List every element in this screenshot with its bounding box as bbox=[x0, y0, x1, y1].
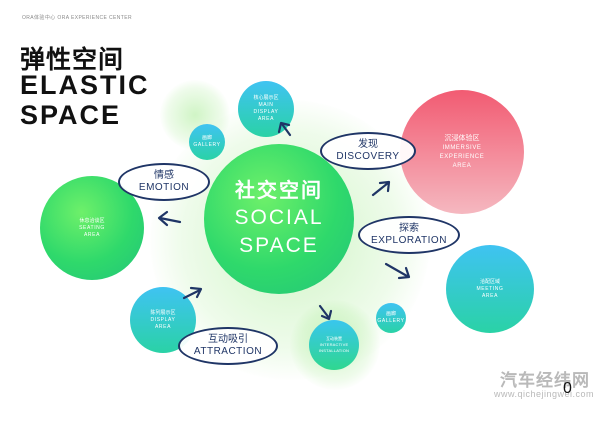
social-space-en-line1: SOCIAL bbox=[234, 206, 324, 229]
tag-attraction-cn: 互动吸引 bbox=[208, 334, 248, 345]
arrowhead-to-display bbox=[189, 286, 203, 299]
display-area-en-line1: DISPLAY bbox=[150, 316, 176, 323]
immersive-en-line1: IMMERSIVE bbox=[442, 144, 482, 151]
tag-exploration-en: EXPLORATION bbox=[371, 235, 447, 246]
meeting-area-en-line2: AREA bbox=[481, 292, 499, 299]
tag-emotion: 情感 EMOTION bbox=[118, 163, 210, 201]
immersive-en-line3: AREA bbox=[452, 162, 472, 169]
seating-area-cn: 休息洽谈区 bbox=[79, 217, 105, 224]
interactive-cn: 互动装置 bbox=[326, 336, 342, 341]
arrow-to-immersive bbox=[371, 181, 390, 197]
arrowhead-to-meeting bbox=[397, 266, 411, 280]
tag-emotion-en: EMOTION bbox=[138, 182, 190, 193]
meeting-area-circle: 洽配区域 MEETING AREA bbox=[446, 245, 534, 333]
tag-attraction: 互动吸引 ATTRACTION bbox=[178, 327, 278, 365]
watermark-cn: 汽车经纬网 bbox=[500, 371, 590, 390]
main-display-en-line3: AREA bbox=[257, 116, 275, 122]
page-number: 0 bbox=[563, 380, 572, 397]
arrow-to-seating bbox=[158, 216, 182, 224]
tag-discovery-en: DISCOVERY bbox=[336, 151, 400, 162]
tag-attraction-en: ATTRACTION bbox=[193, 346, 263, 357]
arrow-to-main-display bbox=[280, 122, 292, 137]
header-caption: ORA体验中心 ORA EXPERIENCE CENTER bbox=[22, 15, 132, 21]
seating-area-en-line2: AREA bbox=[83, 231, 101, 238]
social-space-en-line2: SPACE bbox=[239, 234, 319, 257]
gallery-top-en: GALLERY bbox=[193, 142, 221, 148]
meeting-area-cn: 洽配区域 bbox=[479, 278, 500, 285]
gallery-bottom-circle: 画廊 GALLERY bbox=[376, 303, 406, 333]
title-en-line2: SPACE bbox=[20, 100, 122, 130]
tag-emotion-cn: 情感 bbox=[154, 170, 174, 181]
display-area-en-line2: AREA bbox=[154, 323, 172, 330]
social-space-cn: 社交空间 bbox=[235, 180, 323, 202]
arrow-to-interactive bbox=[318, 304, 331, 320]
immersive-en-line2: EXPERIENCE bbox=[439, 153, 485, 160]
tag-discovery: 发现 DISCOVERY bbox=[320, 132, 416, 170]
arrowhead-to-interactive bbox=[320, 309, 333, 321]
social-space-circle: 社交空间 SOCIAL SPACE bbox=[204, 144, 354, 294]
immersive-cn: 沉浸体验区 bbox=[444, 134, 480, 142]
gallery-bottom-en: GALLERY bbox=[377, 318, 405, 324]
arrow-to-meeting bbox=[384, 262, 409, 278]
display-area-cn: 陈列展示区 bbox=[150, 309, 176, 316]
main-display-en-line2: DISPLAY bbox=[253, 109, 279, 115]
gallery-top-cn: 画廊 bbox=[201, 135, 212, 141]
gallery-bottom-cn: 画廊 bbox=[385, 311, 396, 317]
arrowhead-to-seating bbox=[157, 210, 169, 227]
tag-exploration: 探索 EXPLORATION bbox=[358, 216, 460, 254]
meeting-area-en-line1: MEETING bbox=[476, 285, 504, 292]
title-en-line1: ELASTIC bbox=[20, 70, 150, 100]
watermark-en: www.qichejingwei.com bbox=[494, 389, 595, 399]
title-cn: 弹性空间 bbox=[20, 46, 125, 74]
interactive-en-line1: INTERACTIVE bbox=[319, 342, 349, 347]
arrowhead-to-immersive bbox=[378, 180, 391, 193]
tag-discovery-cn: 发现 bbox=[358, 139, 378, 150]
seating-area-en-line1: SEATING bbox=[79, 224, 105, 231]
interactive-en-line2: INSTALLATION bbox=[318, 348, 350, 353]
gallery-top-circle: 画廊 GALLERY bbox=[189, 124, 225, 160]
tag-exploration-cn: 探索 bbox=[399, 223, 419, 234]
interactive-installation-circle: 互动装置 INTERACTIVE INSTALLATION bbox=[309, 320, 359, 370]
arrow-to-display bbox=[182, 288, 202, 300]
immersive-experience-area-circle: 沉浸体验区 IMMERSIVE EXPERIENCE AREA bbox=[400, 90, 524, 214]
arrowhead-to-main-display bbox=[277, 121, 291, 134]
main-display-en-line1: MAIN bbox=[258, 102, 274, 108]
main-display-cn: 核心展示区 bbox=[253, 95, 279, 101]
